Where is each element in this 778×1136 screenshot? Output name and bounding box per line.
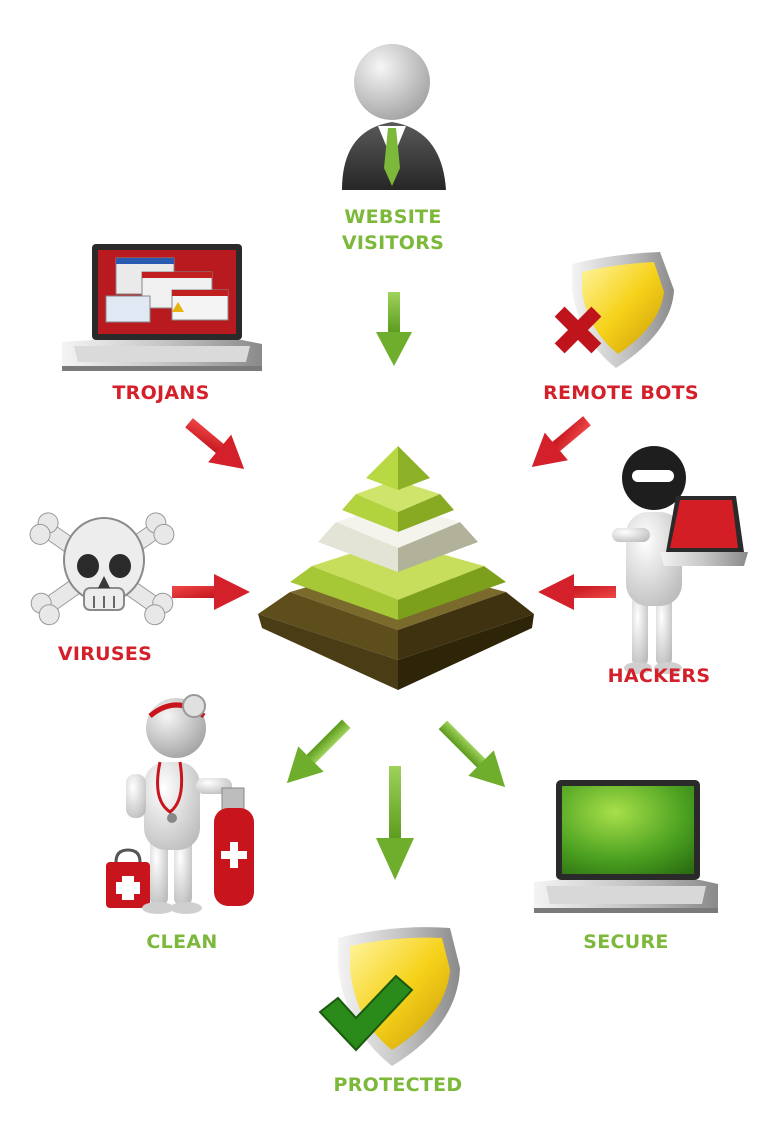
infected-laptop-icon <box>62 244 262 371</box>
clean-label: CLEAN <box>146 931 218 953</box>
arrow-remote-bots-to-center <box>531 416 591 467</box>
trojans-label: TROJANS <box>112 382 210 404</box>
check-shield-icon <box>318 927 460 1066</box>
website-visitors-label-line2: VISITORS <box>341 232 445 254</box>
secure-label: SECURE <box>583 931 669 953</box>
arrow-hackers-to-center <box>538 574 616 610</box>
skull-icon <box>29 512 175 626</box>
website-visitors-label-line1: WEBSITE <box>344 206 442 228</box>
viruses-label: VIRUSES <box>57 643 153 665</box>
website-visitors-label: WEBSITE VISITORS <box>318 204 468 256</box>
arrow-trojans-to-center <box>185 418 245 469</box>
arrow-center-to-clean <box>286 719 351 784</box>
hackers-label: HACKERS <box>607 665 711 687</box>
arrow-center-to-secure <box>438 720 506 788</box>
pyramid-icon <box>258 446 534 690</box>
arrow-viruses-to-center <box>172 574 250 610</box>
arrow-visitors-to-center <box>376 292 412 366</box>
arrow-center-to-protected <box>376 766 414 880</box>
hacker-icon <box>612 446 748 674</box>
clean-laptop-icon <box>534 780 718 913</box>
doctor-icon <box>106 694 254 914</box>
remote-bots-label: REMOTE BOTS <box>543 382 699 404</box>
person-icon <box>342 44 446 190</box>
protected-label: PROTECTED <box>333 1074 463 1096</box>
broken-shield-icon <box>554 252 674 368</box>
